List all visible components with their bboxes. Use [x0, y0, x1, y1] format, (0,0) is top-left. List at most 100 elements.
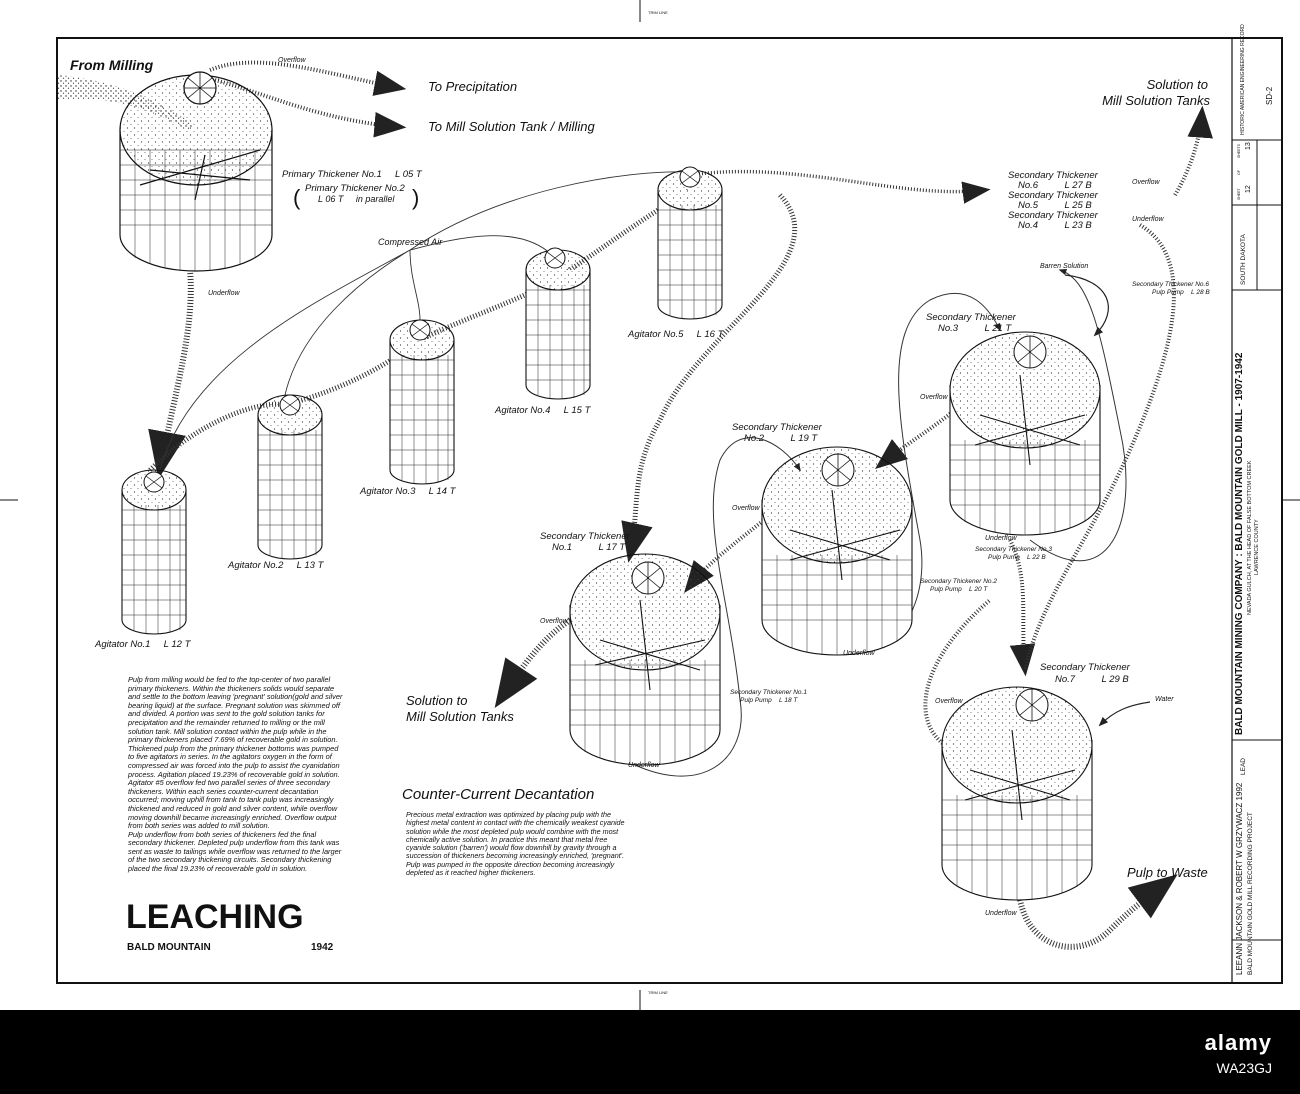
description-paragraph-2: Thickened pulp from the primary thickene… [128, 743, 340, 779]
primary-thickener-label-1: Primary Thickener No.1 L 05 T [282, 169, 423, 180]
overflow-st3-label: Overflow [920, 394, 949, 401]
trim-line-top: TRIM LINE [648, 10, 668, 15]
tb-record: HISTORIC AMERICAN ENGINEERING RECORD [1240, 24, 1246, 135]
underflow-st3-label: Underflow [985, 535, 1017, 542]
tb-sub2: LAWRENCE COUNTY [1254, 519, 1260, 575]
tb-record-no: SD-2 [1265, 86, 1274, 105]
ccd-body: Precious metal extraction was optimized … [406, 810, 625, 878]
overflow-st1-label: Overflow [540, 618, 569, 625]
st1-overflow-to-solution [494, 617, 572, 708]
brand-logo: alamy [1204, 1030, 1272, 1055]
primary-thickener-label-2: Primary Thickener No.2 [305, 183, 405, 194]
st7-label-2: No.7 L 29 B [1055, 674, 1129, 685]
agitator-1-tank [121, 469, 187, 635]
agitator-5-label: Agitator No.5 L 16 T [627, 329, 725, 340]
st2-label-1: Secondary Thickener [732, 422, 823, 433]
st3-label-2: No.3 L 21 T [938, 323, 1012, 334]
pump-2-label-1: Secondary Thickener No.2 [920, 578, 997, 585]
compressed-air-label: Compressed Air [378, 237, 443, 247]
agitator-1-label: Agitator No.1 L 12 T [94, 639, 192, 650]
st-group-label-4: No.5 L 25 B [1018, 200, 1092, 211]
trim-line-bottom: TRIM LINE [648, 990, 668, 995]
agitator-2-tank [257, 394, 323, 560]
st1-label-2: No.1 L 17 T [552, 542, 626, 553]
stock-footer-bar: alamy WA23GJ [0, 1010, 1300, 1094]
description-paragraph-3: Agitator #5 overflow fed two parallel se… [128, 778, 338, 831]
process-description: Pulp from milling would be fed to the to… [128, 675, 346, 874]
title-place: BALD MOUNTAIN [127, 942, 211, 953]
solution-to-right-2: Mill Solution Tanks [1102, 93, 1210, 108]
pump-6-label-1: Secondary Thickener No.6 [1132, 281, 1209, 288]
st1-label-1: Secondary Thickener [540, 531, 631, 542]
solution-to-mill-right [1173, 105, 1213, 197]
tb-city: LEAD [1240, 758, 1247, 775]
underflow-right-label: Underflow [1132, 216, 1164, 223]
drawing-sheet: TRIM LINE TRIM LINE [0, 0, 1300, 1010]
tb-sub1: NEVADA GULCH, AT THE HEAD OF FALSE BOTTO… [1247, 460, 1253, 615]
milling-feed-stream [58, 75, 195, 132]
primary-thickener-label-3: L 06 T in parallel [318, 194, 395, 204]
st3-label-1: Secondary Thickener [926, 312, 1017, 323]
barren-solution-line [1064, 274, 1109, 337]
tb-sheets-label: SHEETS [1237, 143, 1241, 158]
image-id: WA23GJ [1216, 1060, 1273, 1076]
overflow-st2-label: Overflow [732, 505, 761, 512]
overflow-right-label: Overflow [1132, 179, 1161, 186]
st7-overflow [923, 598, 992, 747]
sheet-border [56, 37, 1283, 984]
ccd-heading: Counter-Current Decantation [402, 786, 594, 803]
to-precipitation-label: To Precipitation [428, 79, 517, 94]
st2-label-2: No.2 L 19 T [744, 433, 818, 444]
underflow-st7-label: Underflow [985, 910, 1017, 917]
overflow-top-label: Overflow [278, 57, 307, 64]
st-group-label-5: Secondary Thickener [1008, 210, 1099, 221]
agitator-2-label: Agitator No.2 L 13 T [227, 560, 325, 571]
pump-1-label-2: Pulp Pump L 18 T [740, 697, 798, 704]
agitator-series-flow [148, 187, 692, 472]
compressed-air-lines [159, 172, 690, 471]
primary-thickener-tank [119, 71, 273, 272]
to-mill-solution-label: To Mill Solution Tank / Milling [428, 119, 595, 134]
tb-sheet: 12 [1245, 185, 1252, 193]
underflow-to-st7 [1008, 539, 1036, 677]
agitator-4-label: Agitator No.4 L 15 T [494, 405, 592, 416]
from-milling-label: From Milling [70, 57, 154, 73]
tb-of-label: OF [1237, 170, 1241, 175]
paren-close: ) [412, 185, 419, 210]
pump-1-label-1: Secondary Thickener No.1 [730, 689, 807, 696]
secondary-group-underflow [1023, 223, 1176, 671]
tb-sheet-label: SHEET [1237, 187, 1241, 200]
underflow-st2-label: Underflow [843, 650, 875, 657]
solution-to-left-1: Solution to [406, 693, 467, 708]
tb-of-sheets: 13 [1245, 142, 1252, 150]
pump-3-label-1: Secondary Thickener No.3 [975, 546, 1052, 553]
underflow-primary-label: Underflow [208, 290, 240, 297]
tb-delineator: LEEANN JACKSON & ROBERT W GRZYWACZ 1992 [1235, 782, 1244, 975]
primary-underflow [148, 269, 194, 480]
leaching-diagram: TRIM LINE TRIM LINE [0, 0, 1300, 1010]
leaching-title: LEACHING [126, 898, 304, 936]
secondary-thickener-1-tank [569, 553, 721, 766]
ccd-description: Precious metal extraction was optimized … [406, 810, 628, 878]
barren-solution-label: Barren Solution [1040, 263, 1088, 270]
tb-state: SOUTH DAKOTA [1240, 234, 1247, 285]
agitator-5-tank [657, 166, 723, 320]
underflow-loop-st1 [624, 437, 801, 777]
st2-overflow-to-st1 [684, 513, 772, 594]
tb-project: BALD MOUNTAIN GOLD MILL RECORDING PROJEC… [1247, 812, 1254, 975]
secondary-thickener-2-tank [761, 446, 913, 656]
pulp-to-waste-label: Pulp to Waste [1127, 865, 1208, 880]
tb-main: BALD MOUNTAIN MINING COMPANY : BALD MOUN… [1234, 352, 1245, 735]
st-group-label-2: No.6 L 27 B [1018, 180, 1092, 191]
title-block: BALD MOUNTAIN MINING COMPANY : BALD MOUN… [1234, 24, 1274, 975]
overflow-to-mill-solution [214, 78, 407, 138]
st-group-label-6: No.4 L 23 B [1018, 220, 1092, 231]
agitator-3-tank [389, 319, 455, 485]
agitator-4-tank [525, 247, 591, 400]
agitator5-overflow-down [621, 193, 798, 563]
underflow-loop-st3 [1029, 268, 1127, 562]
overflow-st7-label: Overflow [935, 698, 964, 705]
pump-6-label-2: Pulp Pump L 28 B [1152, 289, 1210, 296]
secondary-thickener-3-tank [949, 331, 1101, 536]
title-year: 1942 [311, 942, 334, 953]
